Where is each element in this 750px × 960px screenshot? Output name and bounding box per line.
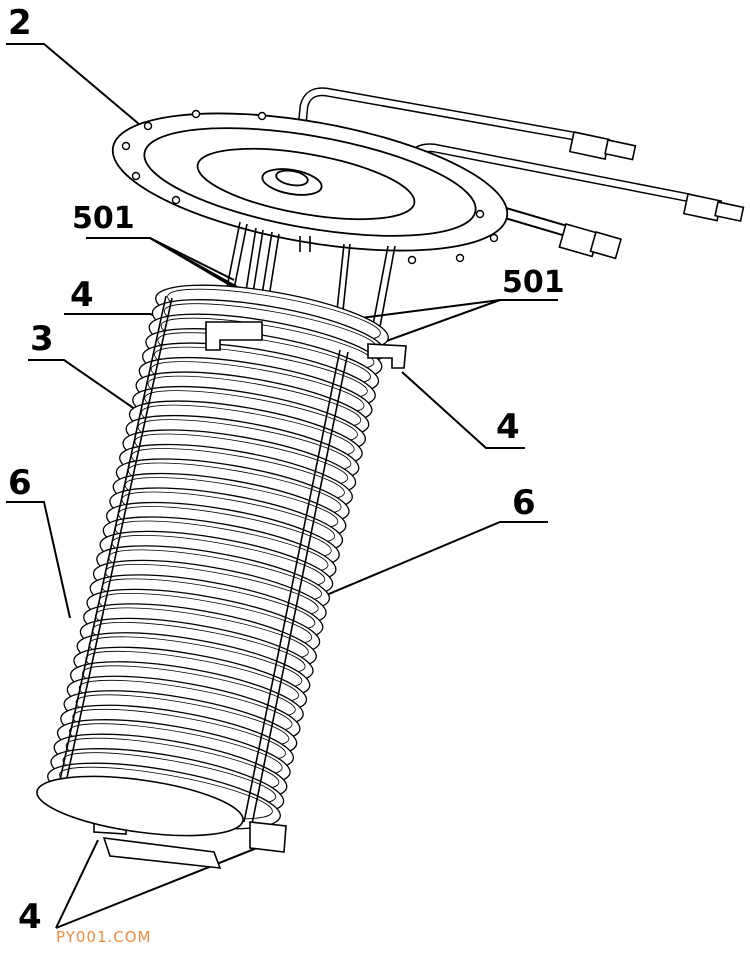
label-clip-bottom: 4 xyxy=(18,897,42,937)
heating-coil xyxy=(47,284,389,830)
leader-clip-right xyxy=(401,371,525,449)
label-rods-right: 501 xyxy=(502,265,565,300)
watermark: PY001.COM xyxy=(56,928,152,946)
label-clip-top-left: 4 xyxy=(70,275,94,315)
label-clip-right: 4 xyxy=(496,407,520,447)
leader-flange xyxy=(6,43,147,131)
label-strip-left: 6 xyxy=(8,463,32,503)
label-coil: 3 xyxy=(30,319,54,359)
label-rods-left: 501 xyxy=(72,201,135,236)
clip-bottom-right-shape xyxy=(249,821,287,853)
strip-right-shape xyxy=(243,349,349,825)
leader-clip-bottom-b xyxy=(55,837,283,929)
leader-strip-right xyxy=(285,521,548,613)
label-strip-right: 6 xyxy=(512,483,536,523)
base-plate xyxy=(36,775,244,869)
clip-right-shape xyxy=(367,343,407,369)
leader-strip-left xyxy=(6,501,71,619)
flange-bolt-holes xyxy=(121,109,499,265)
leader-clip-bottom-a xyxy=(55,839,99,929)
label-flange: 2 xyxy=(8,3,32,43)
clip-top-left-shape xyxy=(205,321,263,351)
strip-left-shape xyxy=(59,295,173,783)
flange xyxy=(111,112,509,252)
leader-lines xyxy=(6,43,558,929)
vertical-strips xyxy=(59,295,349,825)
